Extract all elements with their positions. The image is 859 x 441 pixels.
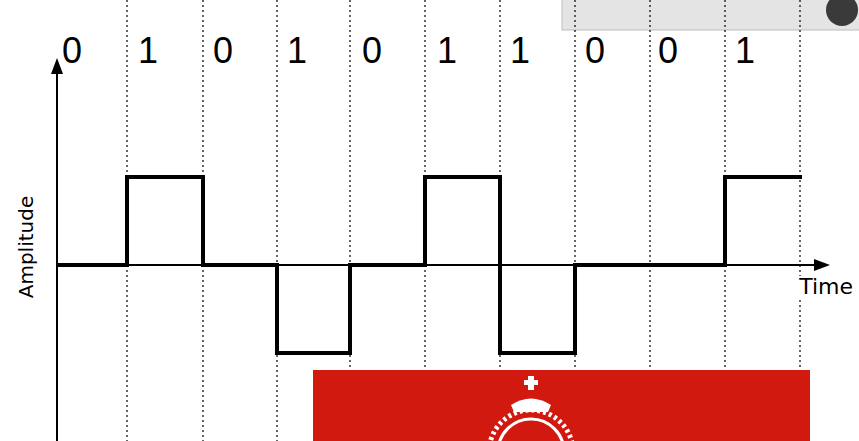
bar-icon xyxy=(826,0,858,26)
bit-value: 0 xyxy=(658,33,678,69)
bit-value: 0 xyxy=(362,33,382,69)
axis-label: Time xyxy=(797,276,855,298)
top-bar xyxy=(562,0,859,30)
ami-waveform xyxy=(57,177,802,353)
bit-value: 0 xyxy=(585,33,605,69)
logo-watermark xyxy=(313,370,810,441)
bit-value: 1 xyxy=(287,33,307,69)
bit-value: 0 xyxy=(213,33,233,69)
bit-value: 1 xyxy=(138,33,158,69)
axis-label: Amplitude xyxy=(16,196,36,299)
bit-value: 1 xyxy=(735,33,755,69)
bit-value: 1 xyxy=(437,33,457,69)
bit-value: 1 xyxy=(510,33,530,69)
bit-value: 0 xyxy=(62,33,82,69)
